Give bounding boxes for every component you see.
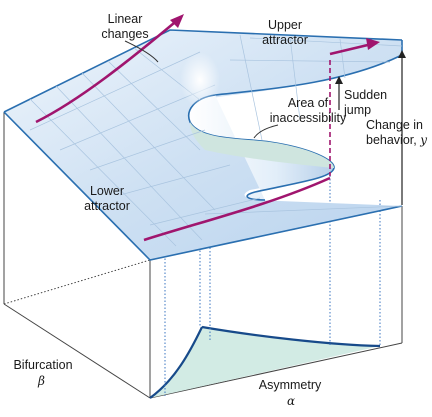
- change-in-behavior-arrow: [398, 50, 406, 205]
- leader-lines: [124, 40, 279, 139]
- lower-attractor-arrow: [143, 176, 331, 242]
- cusp-right-branch: [201, 325, 381, 348]
- label-asymmetry: Asymmetry: [258, 378, 322, 392]
- alpha-symbol: α: [287, 394, 296, 408]
- surface-front-edge: [3, 111, 403, 261]
- surface-top-edge: [3, 29, 403, 113]
- cusp-left-branch: [149, 326, 203, 399]
- box-front-bottom-edge: [3, 303, 151, 399]
- cusp-projection: [149, 325, 381, 399]
- beta-symbol: β: [38, 374, 45, 388]
- sudden-jump-arrow: [335, 76, 343, 110]
- y-variable: y: [420, 133, 427, 147]
- behavior-surface: [3, 29, 403, 261]
- label-sudden-jump: Sudden jump: [344, 88, 388, 117]
- inaccessible-region: [190, 122, 335, 168]
- surface-grid: [29, 34, 403, 247]
- upper-attractor-arrow: [329, 42, 373, 56]
- label-linear-changes: Linear changes: [101, 12, 149, 41]
- label-upper-attractor: Upper attractor: [262, 18, 308, 47]
- label-area-of-inaccessibility: Area of inaccessibility: [269, 96, 347, 125]
- trajectory-arrows: [35, 17, 373, 242]
- upper-sheet-lip: [214, 54, 403, 96]
- linear-changes-arrow: [35, 17, 181, 124]
- arrowheads: [170, 14, 380, 50]
- label-lower-attractor: Lower attractor: [84, 184, 130, 213]
- box-right-bottom-edge: [149, 342, 403, 399]
- label-change-in-behavior: Change in behavior, y: [366, 118, 432, 148]
- change-in-behavior-text: Change in behavior,: [366, 118, 423, 147]
- label-bifurcation: Bifurcation: [13, 358, 73, 372]
- box-back-diagonal: [3, 259, 151, 305]
